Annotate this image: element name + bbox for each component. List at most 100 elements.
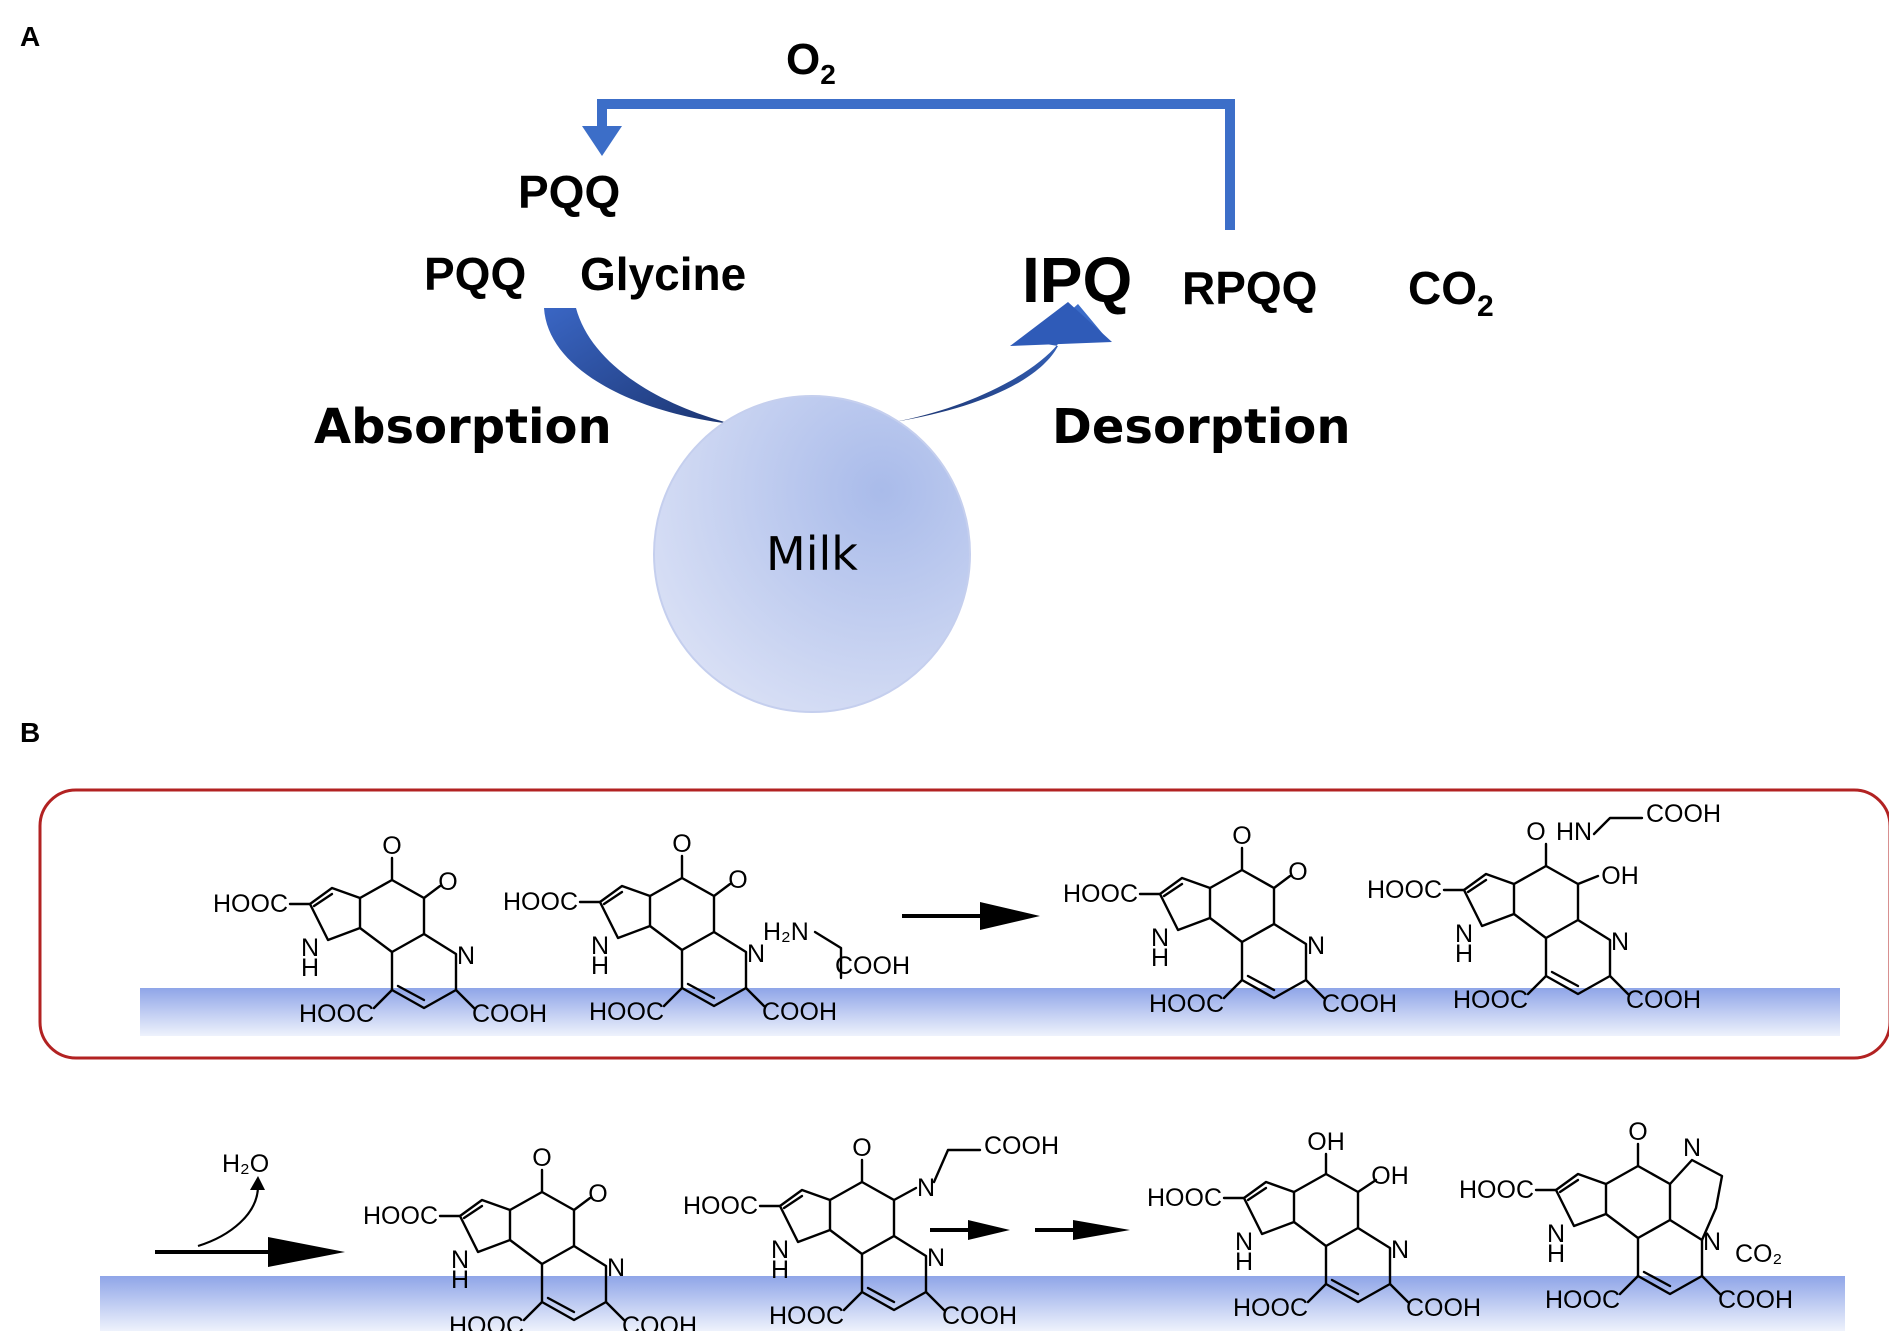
ring-n-text: N [591,932,609,960]
panel-a-label: A [20,21,40,52]
pyrrole-ring [1242,1180,1296,1236]
hooc-top-text: HOOC [503,888,578,916]
hydroxyl-bond-2 [1356,1178,1378,1194]
central-ring [828,1180,896,1256]
cooh-text: COOH [622,1312,697,1331]
ring-h-text: H [591,952,609,980]
ring-h-text: H [1547,1240,1565,1268]
hooc-top-text: HOOC [1147,1184,1222,1212]
pyrrole-ring [1554,1172,1608,1228]
pyridine-ring [680,930,748,1008]
carbonyl-o-1: O [1232,822,1251,850]
pyrrole-double-bond [1466,878,1488,894]
ring-h-text: H [1151,944,1169,972]
ring-n-text: N [301,934,319,962]
co2-label: CO2 [1408,262,1494,323]
pyridine-double-bond [1246,974,1276,992]
pyridine-n-text: N [1703,1228,1721,1256]
carbonyl-bond-2 [422,884,442,900]
carbonyl-o-2: O [438,868,457,896]
imidazole-n-text: N [1683,1134,1701,1162]
o2-label: O2 [786,35,836,90]
imine-n-text: N [917,1174,935,1202]
hooc-top-text: HOOC [683,1192,758,1220]
pyridine-ring [540,1244,608,1322]
hooc-bottom-text: HOOC [1149,990,1224,1018]
carbonyl-bond-2 [572,1196,592,1212]
cooh-text: COOH [1322,990,1397,1018]
pyridine-double-bond [1550,970,1580,988]
pyrrole-ring [778,1188,832,1244]
central-ring [1512,864,1580,940]
pyrrole-ring [308,886,362,942]
hooc-top-text: HOOC [1063,880,1138,908]
reaction-arrow-1-head [980,902,1040,930]
hooc-bottom-text: HOOC [1453,986,1528,1014]
pyridine-double-bond [546,1296,576,1314]
pyridine-ring [1544,918,1612,996]
glycine-molecule: H₂N COOH [763,918,910,980]
adduct-cooh-text: COOH [1646,800,1721,828]
central-ring [1292,1172,1360,1248]
adduct-chain [1592,816,1644,836]
cooh-text: COOH [942,1302,1017,1330]
imidazole-ring [1668,1158,1724,1242]
cooh-text: COOH [1626,986,1701,1014]
hooc-top-text: HOOC [213,890,288,918]
ring-n-text: N [451,1246,469,1274]
absorption-arrow [544,308,732,424]
pyridine-double-bond [1642,1270,1672,1288]
pyrrole-ring [1158,876,1212,932]
hooc-bottom-text: HOOC [1545,1286,1620,1314]
desorption-arrow-head [1010,302,1112,346]
carbonyl-o-1: O [532,1144,551,1172]
hooc-bond-bottom [1222,978,1244,1000]
hooc-bottom-text: HOOC [1233,1294,1308,1322]
carbonyl-o-2: O [728,866,747,894]
pyridine-n-text: N [747,940,765,968]
ipq-label: IPQ [1022,244,1132,316]
adduct-oh-text: OH [1601,862,1639,890]
ring-n-text: N [1151,924,1169,952]
surface-bottom [100,1276,1845,1331]
reaction-box [38,788,1889,1060]
pyrrole-double-bond [312,892,334,908]
pyridine-double-bond [686,982,716,1000]
surface-top [140,988,1840,1036]
pyridine-double-bond [866,1286,896,1304]
pyrrole-double-bond [1246,1186,1268,1202]
imine-chain [932,1148,982,1184]
h2n-text: H₂N [763,918,809,946]
imine-bond [892,1186,918,1202]
glycine-label: Glycine [580,248,746,300]
pyrrole-ring [1462,872,1516,928]
hooc-top-text: HOOC [1459,1176,1534,1204]
pyrrole-double-bond [462,1204,484,1220]
cooh-bond [744,986,766,1008]
desorption-label: Desorption [1052,399,1351,455]
ring-h-text: H [301,954,319,982]
reaction-arrow-4-head [1073,1220,1130,1240]
cooh-text: COOH [762,998,837,1026]
water-release-arrow [197,1185,260,1248]
cooh-bond [1700,1274,1722,1296]
pyridine-ring [390,932,458,1010]
cooh-text: COOH [472,1000,547,1028]
pyrrole-ring [458,1198,512,1254]
o2-return-arrow [597,99,1235,230]
co2-release-label: CO₂ [1735,1240,1782,1268]
hooc-bond-bottom [842,1290,864,1312]
o2-arrow-head [582,126,622,156]
cooh-bond [1388,1282,1410,1304]
carbonyl-bond-2 [1272,874,1292,890]
adduct-oh-bond [1576,874,1600,886]
central-ring [1604,1164,1672,1240]
pyridine-n-text: N [1611,928,1629,956]
hooc-bond-bottom [1526,974,1548,996]
hooc-bond-bottom [522,1300,544,1322]
